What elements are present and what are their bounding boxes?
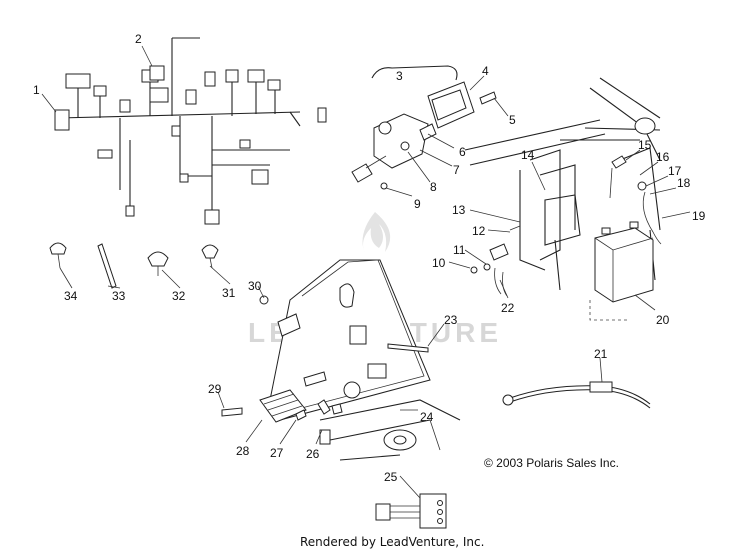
callout-29: 29 bbox=[208, 382, 222, 396]
callout-1: 1 bbox=[33, 83, 40, 97]
callout-20: 20 bbox=[656, 313, 670, 327]
wiring-harness bbox=[54, 37, 327, 225]
callout-32: 32 bbox=[172, 289, 186, 303]
callout-7: 7 bbox=[453, 163, 460, 177]
callout-33: 33 bbox=[112, 289, 126, 303]
callout-30: 30 bbox=[248, 279, 262, 293]
callout-19: 19 bbox=[692, 209, 706, 223]
tail-light-assembly bbox=[351, 65, 497, 190]
callout-13: 13 bbox=[452, 203, 466, 217]
callout-9: 9 bbox=[414, 197, 421, 211]
callout-11: 11 bbox=[453, 243, 466, 257]
battery-cable bbox=[502, 381, 651, 409]
callout-31: 31 bbox=[222, 286, 236, 300]
fasteners-group bbox=[49, 242, 219, 289]
callout-5: 5 bbox=[509, 113, 516, 127]
callout-21: 21 bbox=[594, 347, 608, 361]
callout-25: 25 bbox=[384, 470, 398, 484]
leader-lines bbox=[41, 45, 691, 499]
copyright-text: © 2003 Polaris Sales Inc. bbox=[484, 456, 619, 470]
callout-2: 2 bbox=[135, 32, 142, 46]
callout-14: 14 bbox=[521, 148, 535, 162]
callout-28: 28 bbox=[236, 444, 250, 458]
callout-6: 6 bbox=[459, 145, 466, 159]
mounting-plate-assembly bbox=[221, 259, 461, 461]
callout-17: 17 bbox=[668, 164, 682, 178]
frame-battery-assembly bbox=[464, 77, 662, 321]
callout-27: 27 bbox=[270, 446, 284, 460]
callout-23: 23 bbox=[444, 313, 458, 327]
callout-18: 18 bbox=[677, 176, 691, 190]
callout-26: 26 bbox=[306, 447, 320, 461]
callout-24: 24 bbox=[420, 410, 434, 424]
callout-12: 12 bbox=[472, 224, 486, 238]
callout-3: 3 bbox=[396, 69, 403, 83]
connector-harness bbox=[375, 493, 447, 529]
footer-text: Rendered by LeadVenture, Inc. bbox=[300, 535, 484, 549]
callout-34: 34 bbox=[64, 289, 78, 303]
relay bbox=[149, 65, 165, 81]
callout-labels: 1 2 3 4 5 6 7 8 9 10 11 12 13 14 15 16 1… bbox=[33, 32, 706, 484]
callout-15: 15 bbox=[638, 138, 652, 152]
callout-8: 8 bbox=[430, 180, 437, 194]
callout-10: 10 bbox=[432, 256, 446, 270]
callout-22: 22 bbox=[501, 301, 515, 315]
callout-16: 16 bbox=[656, 150, 670, 164]
callout-4: 4 bbox=[482, 64, 489, 78]
